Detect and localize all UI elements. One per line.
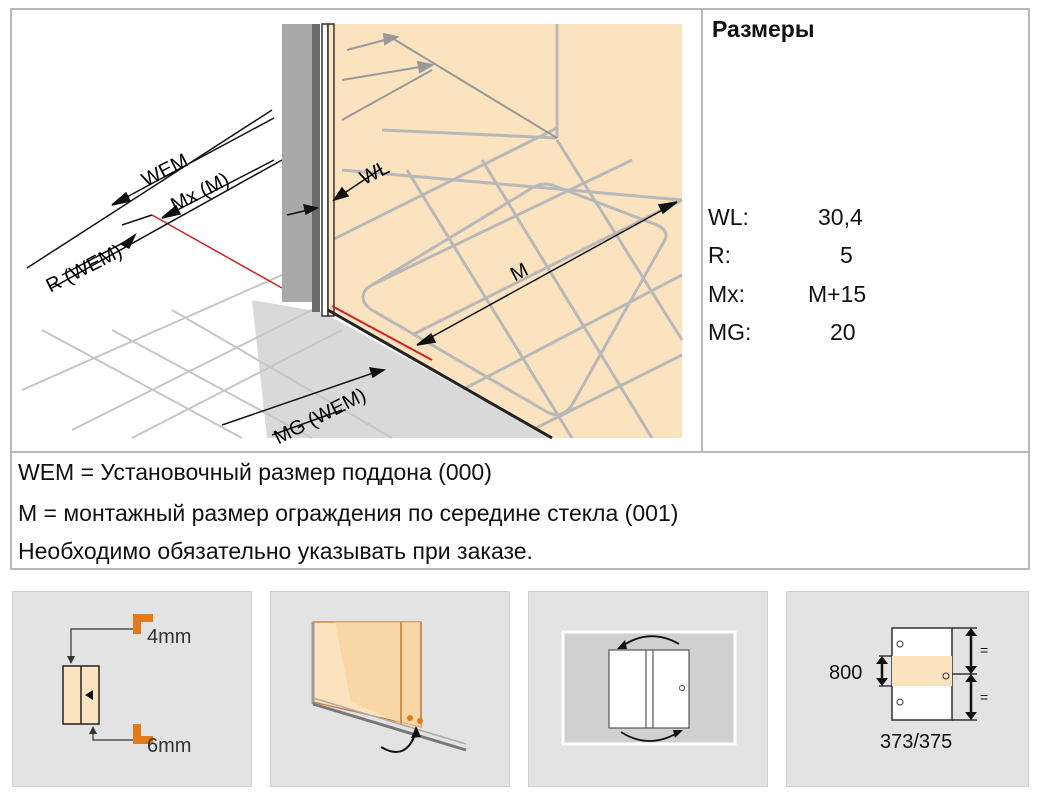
height-eq-top: = (980, 642, 988, 658)
height-drawing: 800 = = 373/375 (829, 627, 988, 753)
panel-profile: 4mm 6mm (12, 591, 252, 787)
dim-key-mx: Mx: (708, 281, 746, 307)
column-divider (701, 8, 703, 452)
header-divider (10, 451, 1030, 453)
panel-glass-seal (270, 591, 510, 787)
dim-key-r: R: (708, 242, 731, 268)
note-order: Необходимо обязательно указывать при зак… (18, 538, 533, 564)
dim-value-mx: M+15 (808, 281, 867, 307)
reversible-drawing (561, 630, 737, 746)
height-eq-bottom: = (980, 689, 988, 705)
floor-tiles (331, 126, 684, 439)
dim-key-wl: WL: (708, 204, 749, 230)
shower-area (332, 24, 682, 438)
dim-value-wl: 30,4 (818, 204, 863, 230)
dim-key-mg: MG: (708, 319, 752, 345)
outside-floor (21, 274, 552, 439)
profile-bottom-label: 6mm (147, 735, 191, 757)
profile-top-label: 4mm (147, 626, 191, 648)
panel-reversible (528, 591, 768, 787)
page-title: Размеры (712, 16, 815, 42)
main-frame (10, 8, 1030, 570)
panel-height: 800 = = 373/375 (786, 591, 1029, 787)
dim-value-mg: 20 (830, 319, 856, 345)
note-m: M = монтажный размер ограждения по серед… (18, 500, 679, 526)
wem-label: WEM (138, 150, 192, 192)
glass-seal-drawing (311, 621, 467, 753)
r-label: R (WEM) (43, 240, 126, 297)
note-wem: WEM = Установочный размер поддона (000) (18, 459, 492, 485)
height-value: 800 (829, 662, 862, 684)
profile-drawing: 4mm 6mm (62, 614, 191, 757)
dim-value-r: 5 (840, 242, 853, 268)
installation-drawing: WEM Mx (M) R (WEM) WL M MG (WEM) (21, 23, 684, 449)
height-code: 373/375 (880, 731, 952, 753)
